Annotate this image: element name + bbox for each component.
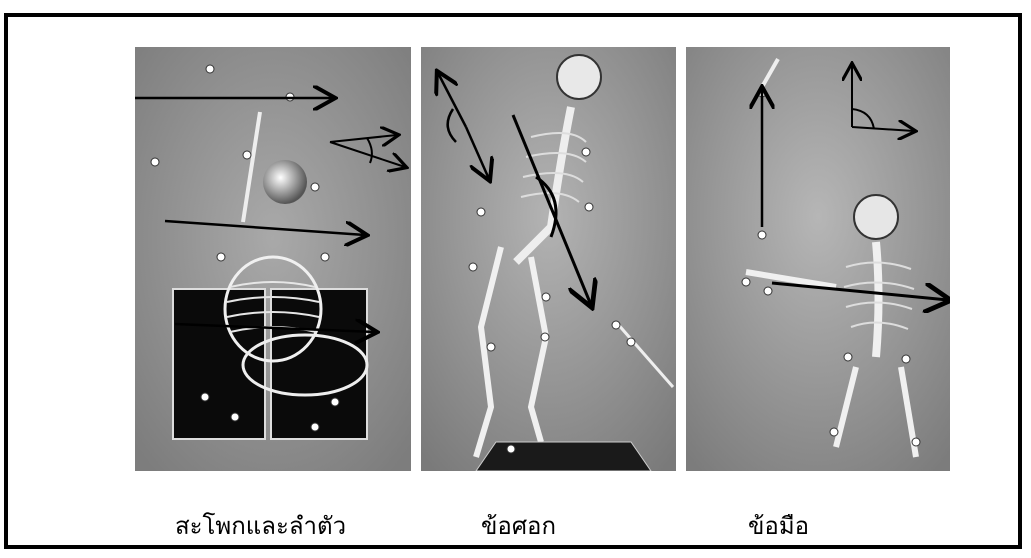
caption-wrist: ข้อมือ [748, 506, 809, 545]
panel-hip-trunk [135, 47, 411, 471]
caption-elbow: ข้อศอก [481, 506, 556, 545]
wrist-image [686, 47, 950, 471]
panel-wrist [686, 47, 950, 471]
caption-hip-trunk: สะโพกและลำตัว [175, 506, 346, 545]
panel-elbow [421, 47, 676, 471]
hip-trunk-image [135, 47, 411, 471]
elbow-image [421, 47, 676, 471]
